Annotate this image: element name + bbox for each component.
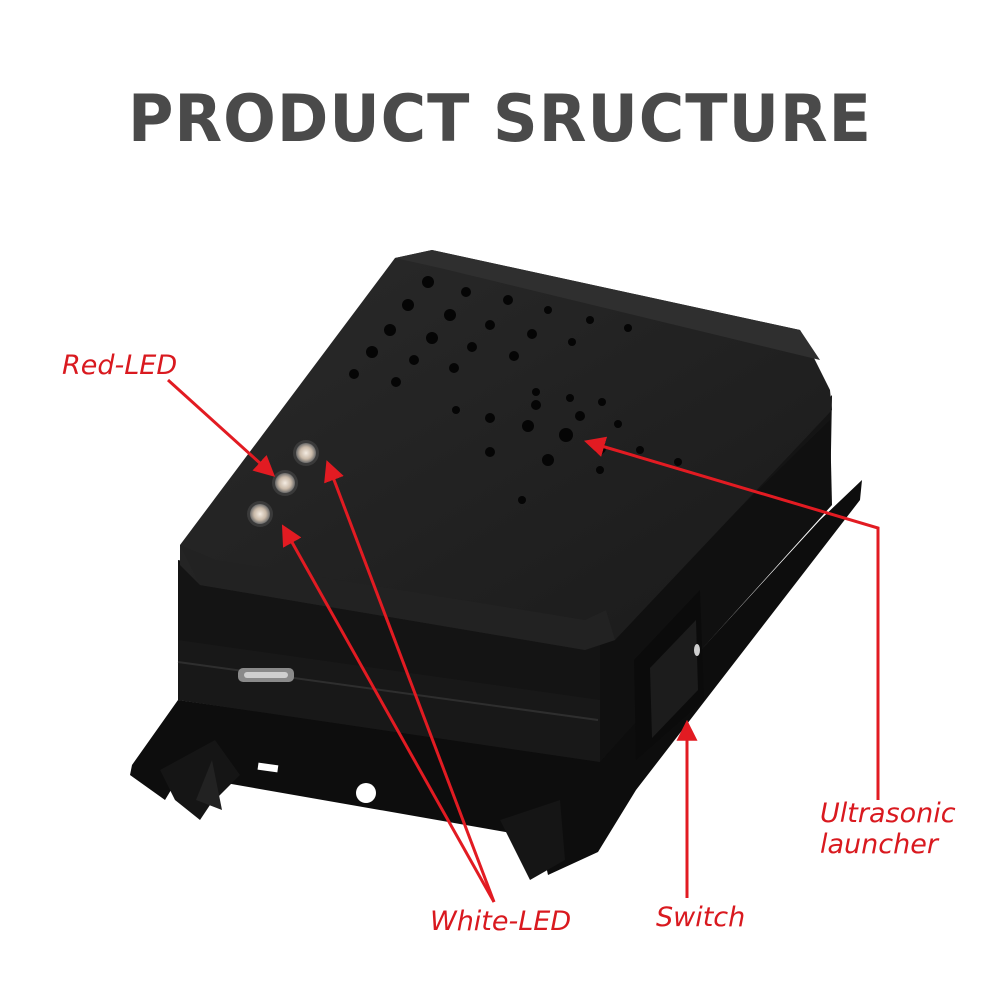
page-title: PRODUCT SRUCTURE — [127, 80, 873, 157]
ultrasonic-arrow — [583, 436, 880, 800]
white-led-bottom — [250, 504, 270, 524]
mounting-hole — [356, 783, 376, 803]
white-led-arrow-1 — [281, 524, 496, 903]
rocker-switch — [634, 590, 704, 760]
label-ultrasonic-line2: launcher — [820, 829, 938, 861]
annotation-arrows — [166, 378, 880, 903]
label-red-led: Red-LED — [62, 350, 178, 381]
label-switch: Switch — [656, 902, 746, 933]
label-ultrasonic-launcher: Ultrasonic launcher — [820, 798, 956, 860]
mounting-base — [130, 480, 862, 880]
led-lights — [247, 440, 319, 527]
white-led-arrow-2 — [324, 460, 496, 903]
label-ultrasonic-line1: Ultrasonic — [820, 798, 956, 829]
label-white-led: White-LED — [430, 906, 572, 937]
white-led-top — [296, 443, 316, 463]
red-led — [275, 473, 295, 493]
switch-indicator — [694, 644, 700, 656]
device-body — [177, 250, 832, 762]
red-led-arrow — [166, 378, 276, 477]
